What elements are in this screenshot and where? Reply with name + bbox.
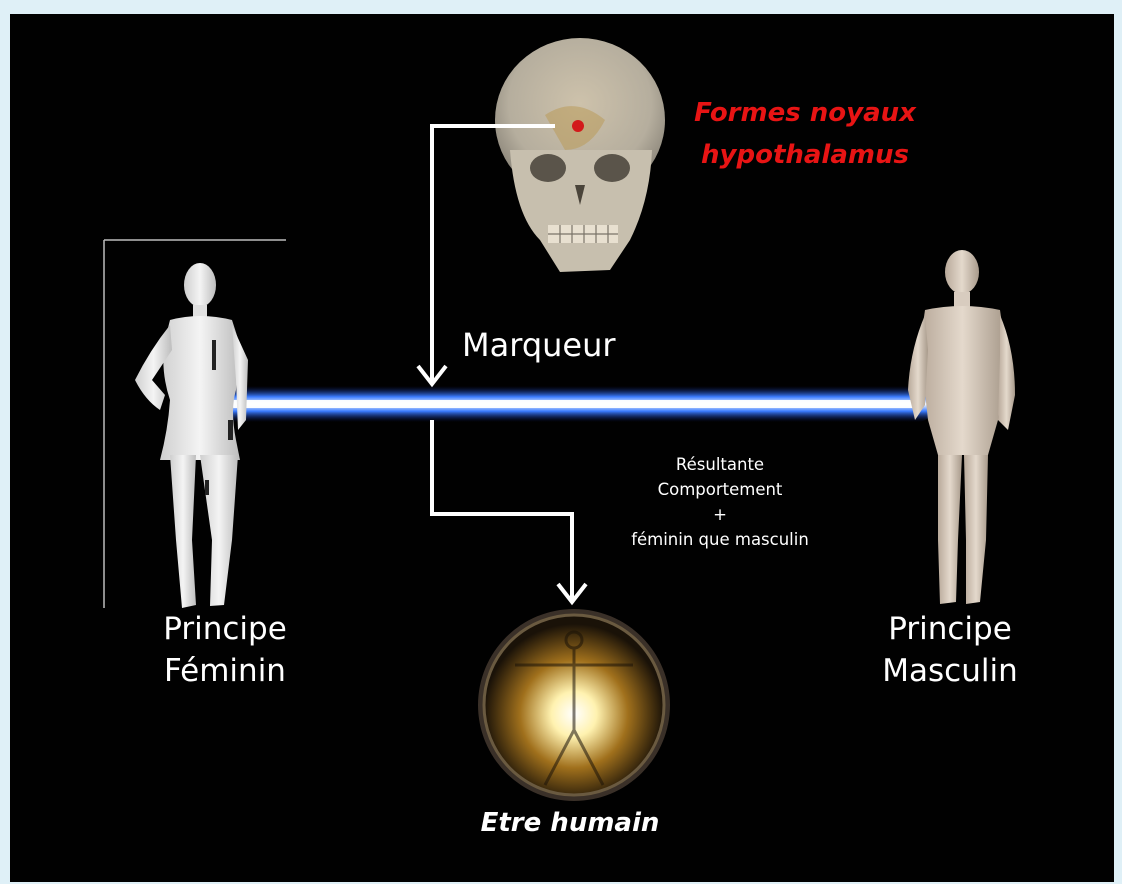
result-arrow [432, 420, 586, 602]
resultant-line4: féminin que masculin [580, 527, 860, 552]
vitruvian-human-image [478, 609, 670, 801]
marker-label: Marqueur [462, 326, 616, 364]
skull-image [495, 38, 665, 272]
hypothalamus-label-line1: Formes noyaux [655, 92, 955, 134]
feminine-principle-line2: Féminin [140, 650, 310, 692]
resultant-line2: Comportement [580, 477, 860, 502]
human-being-label: Etre humain [470, 808, 670, 838]
female-figure-image [135, 263, 248, 608]
hypothalamus-label-line2: hypothalamus [655, 134, 955, 176]
resultant-line1: Résultante [580, 452, 860, 477]
feminine-principle-label: Principe Féminin [140, 608, 310, 692]
feminine-principle-line1: Principe [140, 608, 310, 650]
resultant-behavior-label: Résultante Comportement + féminin que ma… [580, 452, 860, 552]
energy-beam [215, 386, 935, 422]
resultant-line3: + [580, 502, 860, 527]
masculine-principle-line1: Principe [855, 608, 1045, 650]
masculine-principle-label: Principe Masculin [855, 608, 1045, 692]
male-figure-image [908, 250, 1015, 604]
hypothalamus-label: Formes noyaux hypothalamus [655, 92, 955, 176]
masculine-principle-line2: Masculin [855, 650, 1045, 692]
